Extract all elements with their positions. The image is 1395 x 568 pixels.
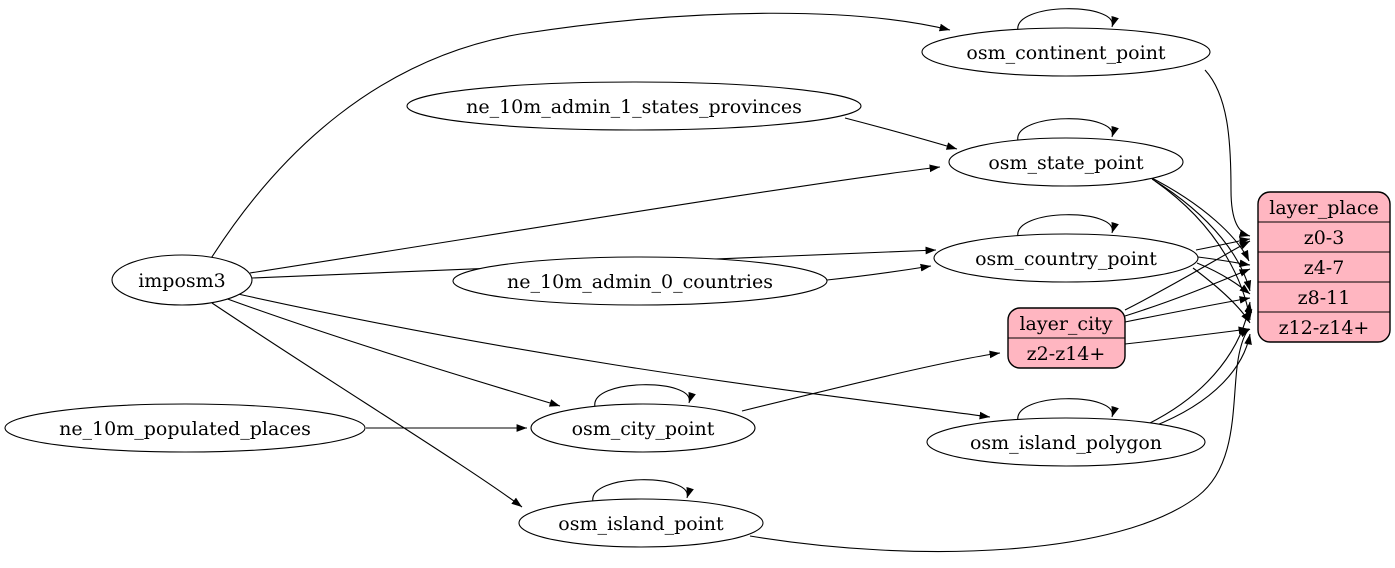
node-osm_state_point-label: osm_state_point	[988, 152, 1144, 174]
edge-osm_country_point-layer_place-z12-z14	[1192, 267, 1251, 324]
edge-osm_island_point-self	[592, 479, 694, 503]
node-osm_island_point: osm_island_point	[518, 498, 764, 548]
node-imposm3: imposm3	[111, 254, 253, 306]
edge-osm_city_point-layer_city	[741, 350, 1001, 412]
node-imposm3-label: imposm3	[138, 270, 226, 292]
edge-osm_country_point-layer_place-z0-3	[1195, 236, 1251, 251]
edge-osm_island_polygon-self	[1017, 398, 1119, 422]
node-ne_10m_admin_1_states_provinces-label: ne_10m_admin_1_states_provinces	[466, 96, 802, 118]
layer_place-title: layer_place	[1269, 197, 1378, 219]
node-osm_continent_point: osm_continent_point	[921, 27, 1211, 77]
layer_place-row-z8-11: z8-11	[1298, 287, 1351, 309]
edge-osm_state_point-layer_place-z8-11	[1151, 178, 1252, 292]
edge-imposm3-osm_city_point	[221, 296, 561, 407]
edge-osm_country_point-self	[1017, 214, 1119, 238]
node-ne_10m_admin_1_states_provinces: ne_10m_admin_1_states_provinces	[406, 81, 862, 131]
node-layer_place: layer_place z0-3 z4-7 z8-11 z12-z14+	[1257, 191, 1391, 343]
node-osm_island_polygon-label: osm_island_polygon	[970, 432, 1162, 454]
node-ne_10m_populated_places-label: ne_10m_populated_places	[59, 418, 311, 440]
node-osm_country_point-label: osm_country_point	[975, 248, 1157, 270]
edge-imposm3-osm_island_point	[211, 302, 523, 508]
edge-osm_city_point-self	[594, 384, 696, 408]
node-ne_10m_admin_0_countries-label: ne_10m_admin_0_countries	[507, 271, 773, 293]
node-osm_island_polygon: osm_island_polygon	[926, 417, 1206, 467]
edge-osm_continent_point-layer_place-z0-3	[1204, 69, 1251, 237]
node-ne_10m_admin_0_countries: ne_10m_admin_0_countries	[452, 256, 828, 306]
edge-osm_island_polygon-layer_place-z8-11	[1147, 301, 1253, 425]
edge-imposm3-osm_island_polygon	[237, 293, 991, 420]
edge-ne_10m_admin_0_countries-osm_country_point	[826, 263, 932, 281]
edge-osm_island_point-layer_place-z12-z14	[749, 328, 1251, 553]
edge-osm_continent_point-self	[1017, 8, 1119, 32]
node-osm_state_point: osm_state_point	[948, 137, 1184, 187]
edge-osm_state_point-self	[1017, 118, 1119, 142]
node-osm_island_point-label: osm_island_point	[558, 513, 724, 535]
edge-osm_country_point-layer_place-z8-11	[1196, 262, 1251, 295]
layer_place-row-z4-7: z4-7	[1304, 257, 1345, 279]
edge-osm_island_polygon-layer_place-z12-z14	[1151, 333, 1252, 428]
node-osm_city_point-label: osm_city_point	[572, 418, 715, 440]
edge-layer_city-layer_place-z12-z14	[1124, 326, 1250, 345]
node-ne_10m_populated_places: ne_10m_populated_places	[4, 403, 366, 453]
layer_place-row-z12-z14: z12-z14+	[1279, 317, 1370, 339]
edge-imposm3-osm_continent_point	[209, 12, 951, 261]
layer_city-title: layer_city	[1019, 313, 1112, 335]
edge-osm_country_point-layer_place-z4-7	[1197, 256, 1251, 268]
edge-osm_state_point-layer_place-z4-7	[1147, 175, 1250, 262]
node-osm_continent_point-label: osm_continent_point	[966, 42, 1166, 64]
node-layer_city: layer_city z2-z14+	[1007, 307, 1126, 369]
edge-ne_10m_admin_1_states_provinces-osm_state_point	[844, 117, 958, 150]
layer_city-row-z2-z14: z2-z14+	[1027, 343, 1106, 365]
node-osm_city_point: osm_city_point	[530, 403, 756, 453]
edge-imposm3-osm_state_point	[249, 164, 941, 274]
layer_place-row-z0-3: z0-3	[1304, 227, 1345, 249]
node-osm_country_point: osm_country_point	[933, 233, 1199, 283]
edge-layer_city-layer_place-z0-3	[1124, 240, 1251, 311]
edge-layer_city-layer_place-z4-7	[1124, 268, 1251, 317]
edge-layer_city-layer_place-z8-11	[1124, 296, 1251, 323]
